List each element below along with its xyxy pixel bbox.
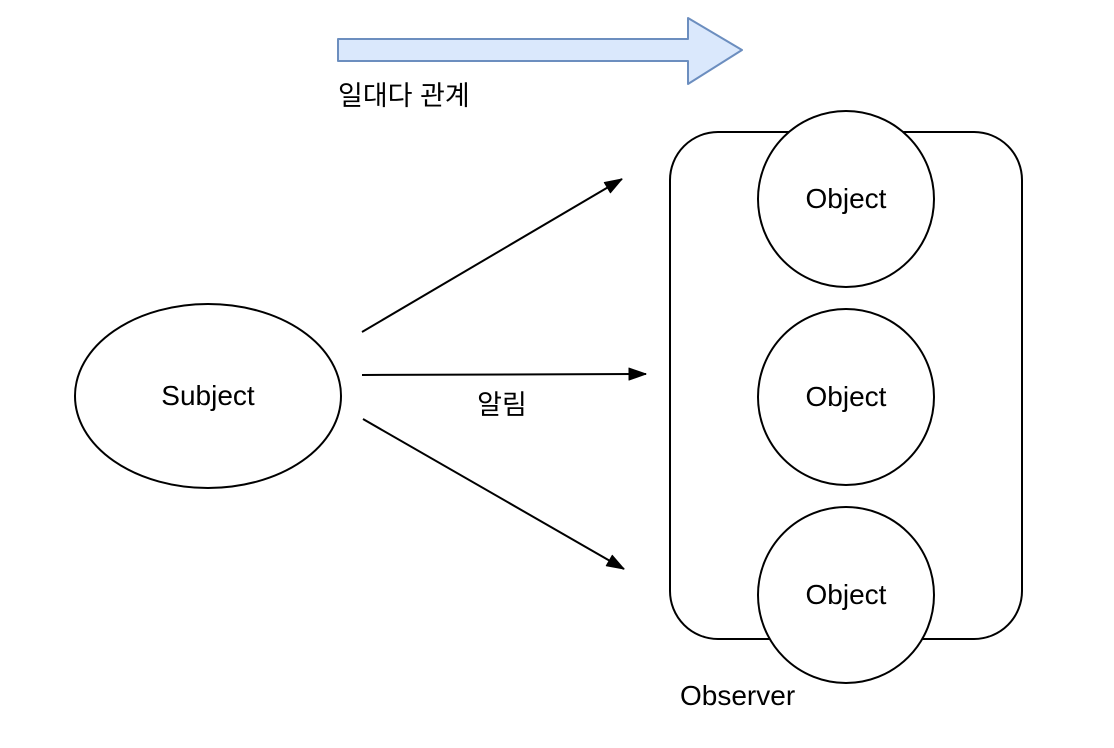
notify-label: 알림 — [477, 390, 527, 420]
subject-ellipse — [74, 303, 342, 489]
object-label-3: Object — [805, 579, 887, 610]
notify-arrow-top — [361, 178, 623, 333]
object-label-2: Object — [805, 381, 887, 412]
one-to-many-label: 일대다 관계 — [338, 81, 470, 111]
object-circle-3 — [757, 506, 935, 684]
object-circle-2 — [757, 308, 935, 486]
object-label-1: Object — [805, 183, 887, 214]
one-to-many-block-arrow-icon — [337, 17, 743, 85]
notify-arrow-middle — [361, 367, 647, 381]
notify-arrow-bottom — [362, 418, 625, 570]
observer-group-label: Observer — [680, 680, 796, 711]
object-circle-1 — [757, 110, 935, 288]
subject-label: Subject — [161, 380, 255, 411]
